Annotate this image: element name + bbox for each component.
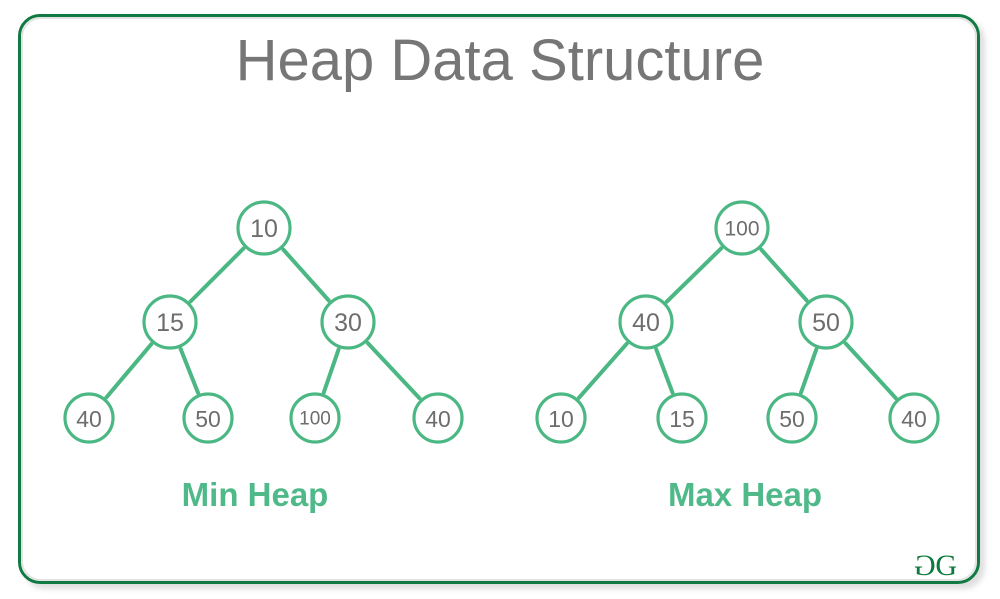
max-heap-nodes: 100 40 50 10 15 50 40 xyxy=(535,200,940,444)
tree-edge xyxy=(799,347,819,395)
tree-node[interactable]: 10 xyxy=(535,392,587,444)
tree-node-circle xyxy=(618,294,674,350)
tree-node[interactable]: 100 xyxy=(289,392,341,444)
tree-node-circle xyxy=(798,294,854,350)
tree-node[interactable]: 40 xyxy=(63,392,115,444)
tree-node[interactable]: 40 xyxy=(618,294,674,350)
tree-node-label: 15 xyxy=(156,309,184,337)
max-heap-edges xyxy=(576,246,898,401)
tree-node[interactable]: 15 xyxy=(656,392,708,444)
tree-edge xyxy=(365,341,422,401)
tree-edge xyxy=(281,247,331,303)
tree-node-circle xyxy=(412,392,464,444)
tree-edge xyxy=(664,246,724,304)
tree-node-label: 100 xyxy=(724,218,759,241)
tree-node-label: 40 xyxy=(632,309,660,337)
tree-node-label: 40 xyxy=(425,406,451,432)
logo-g-icon: G xyxy=(935,549,957,582)
tree-node[interactable]: 40 xyxy=(412,392,464,444)
tree-node-circle xyxy=(142,294,198,350)
tree-node-circle xyxy=(63,392,115,444)
tree-node-label: 50 xyxy=(812,309,840,337)
tree-node-label: 30 xyxy=(334,309,362,337)
tree-node[interactable]: 50 xyxy=(798,294,854,350)
geeksforgeeks-logo: GG xyxy=(915,549,957,582)
tree-node[interactable]: 15 xyxy=(142,294,198,350)
tree-edge xyxy=(759,247,809,303)
max-heap-caption: Max Heap xyxy=(667,476,823,513)
min-heap-edges xyxy=(104,246,422,401)
tree-node-circle xyxy=(766,392,818,444)
tree-node-circle xyxy=(714,200,770,256)
tree-node[interactable]: 30 xyxy=(320,294,376,350)
tree-node-label: 40 xyxy=(901,406,927,432)
tree-node-circle xyxy=(289,392,341,444)
tree-node-label: 15 xyxy=(669,406,695,432)
tree-node-label: 50 xyxy=(779,406,805,432)
tree-edge xyxy=(321,347,341,395)
tree-node-label: 10 xyxy=(548,406,574,432)
tree-edge xyxy=(178,346,201,395)
tree-node-circle xyxy=(236,200,292,256)
tree-node-label: 100 xyxy=(299,409,331,430)
tree-node[interactable]: 50 xyxy=(766,392,818,444)
tree-edge xyxy=(843,341,898,401)
tree-edge xyxy=(576,341,629,400)
tree-edge xyxy=(188,246,246,304)
tree-node[interactable]: 50 xyxy=(182,392,234,444)
tree-node-circle xyxy=(182,392,234,444)
tree-node-circle xyxy=(320,294,376,350)
tree-node[interactable]: 40 xyxy=(888,392,940,444)
tree-node[interactable]: 100 xyxy=(714,200,770,256)
logo-mirrored-g-icon: G xyxy=(915,549,936,582)
tree-node-label: 10 xyxy=(250,215,278,243)
tree-node-label: 50 xyxy=(195,406,221,432)
tree-edge xyxy=(654,347,675,395)
tree-edge xyxy=(104,342,154,400)
tree-node-circle xyxy=(888,392,940,444)
min-heap-nodes: 10 15 30 40 50 100 40 xyxy=(63,200,464,444)
tree-node-circle xyxy=(656,392,708,444)
tree-node-label: 40 xyxy=(76,406,102,432)
tree-node[interactable]: 10 xyxy=(236,200,292,256)
min-heap-caption: Min Heap xyxy=(181,476,329,513)
tree-node-circle xyxy=(535,392,587,444)
page-title: Heap Data Structure xyxy=(235,28,765,93)
